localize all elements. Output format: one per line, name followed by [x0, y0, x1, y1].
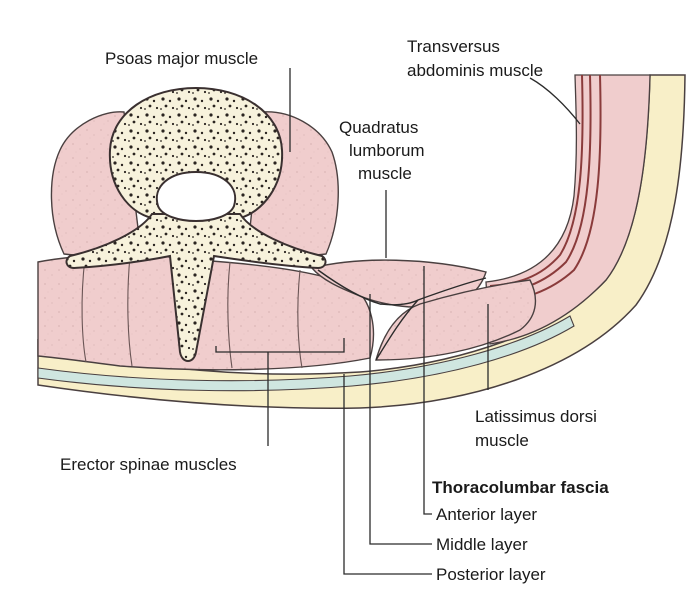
vertebral-foramen	[155, 170, 237, 222]
label-transversus-line1: Transversus	[407, 37, 500, 56]
label-posterior-layer: Posterior layer	[436, 565, 546, 584]
fascia-line-lower	[375, 299, 419, 361]
vertebral-arch	[65, 213, 327, 362]
abdominal-wall-layers	[485, 74, 651, 345]
latissimus-dorsi	[375, 279, 537, 361]
label-transversus-line2: abdominis muscle	[407, 61, 543, 80]
leader-lines	[215, 68, 581, 575]
label-quadratus-line1: Quadratus	[339, 118, 418, 137]
label-anterior-layer: Anterior layer	[436, 505, 537, 524]
label-latissimus-line2: muscle	[475, 431, 529, 450]
posterior-fascia-strip	[37, 315, 575, 392]
label-quadratus-line3: muscle	[358, 164, 412, 183]
label-middle-layer: Middle layer	[436, 535, 528, 554]
fascia-line-middle	[317, 269, 419, 306]
label-psoas-major: Psoas major muscle	[105, 49, 258, 68]
label-latissimus-line1: Latissimus dorsi	[475, 407, 597, 426]
label-erector-spinae: Erector spinae muscles	[60, 455, 237, 474]
vertebral-body	[108, 86, 284, 219]
label-thoracolumbar-fascia: Thoracolumbar fascia	[432, 478, 609, 497]
label-quadratus-line2: lumborum	[349, 141, 425, 160]
